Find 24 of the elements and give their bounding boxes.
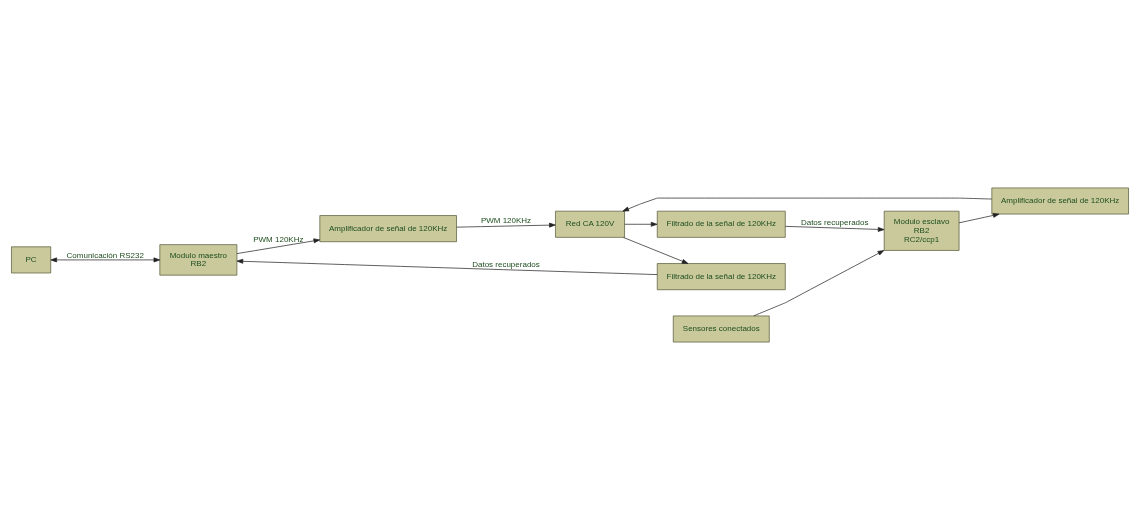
arrow [456, 222, 556, 228]
node-box: Filtrado de la señal de 120KHz [656, 210, 786, 238]
node-box: Modulo esclavo RB2 RC2/ccp1 [883, 210, 960, 251]
arrow [50, 257, 161, 262]
node-box: PC [11, 245, 52, 273]
arrow [236, 237, 321, 254]
node-box: Red CA 120V [555, 210, 625, 238]
arrow [753, 249, 885, 316]
node-box: Modulo maestro RB2 [159, 243, 238, 276]
arrow [622, 197, 993, 211]
arrow [958, 212, 1000, 223]
arrow [623, 236, 689, 264]
edge-label: Datos recuperados [472, 259, 540, 269]
node-box: Amplificador de señal de 120KHz [319, 214, 457, 242]
arrow [785, 225, 885, 232]
node-box: Amplificador de señal de 120KHz [991, 187, 1129, 214]
edge-label: PWM 120KHz [253, 234, 304, 244]
node-box: Sensores conectados [672, 315, 770, 342]
arrow [236, 258, 658, 275]
edge-label: Comunicación RS232 [66, 250, 144, 260]
node-box: Filtrado de la señal de 120KHz [656, 262, 786, 290]
edge-label: PWM 120KHz [480, 215, 532, 225]
edge-label: Datos recuperados [800, 217, 869, 227]
arrow [624, 221, 658, 227]
